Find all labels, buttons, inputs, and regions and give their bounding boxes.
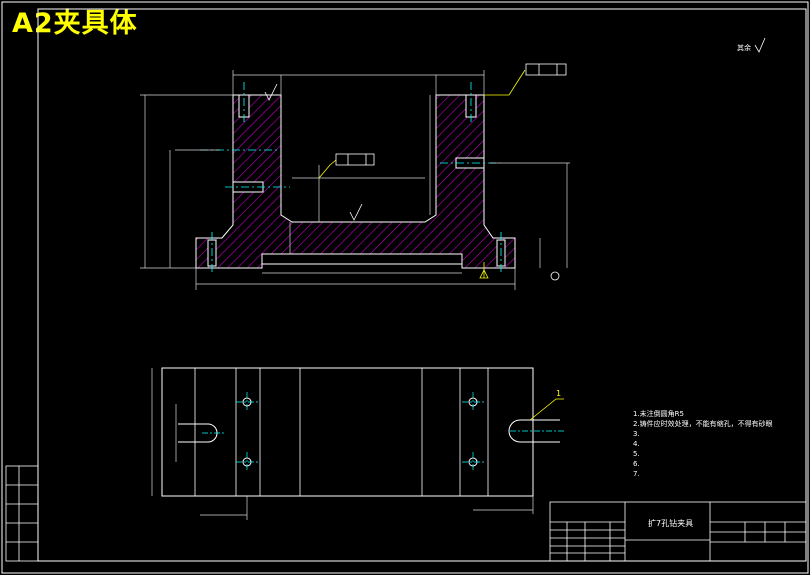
default-surface-finish: 其余: [737, 37, 766, 53]
page-title: A2夹具体: [12, 8, 138, 39]
front-section-view: [140, 63, 570, 290]
plan-outline: [161, 367, 534, 497]
technical-notes: 1.未注倒圆角R5 2.铸件应时效处理，不能有缩孔，不得有砂眼 3. 4. 5.…: [633, 409, 773, 478]
plan-view: 1: [151, 367, 566, 520]
note-4: 4.: [633, 440, 640, 448]
note-3: 3.: [633, 430, 640, 438]
drawing-name: 扩7孔钻夹具: [648, 518, 693, 528]
feature-callout: 1: [556, 389, 561, 398]
revision-strip: [5, 465, 39, 562]
svg-text:其余: 其余: [737, 43, 751, 52]
inner-border: [37, 8, 807, 562]
note-5: 5.: [633, 450, 640, 458]
title-block: [549, 501, 807, 562]
note-1: 1.未注倒圆角R5: [633, 409, 684, 418]
note-6: 6.: [633, 460, 640, 468]
slot-right: [508, 419, 560, 443]
note-2: 2.铸件应时效处理，不能有缩孔，不得有砂眼: [633, 419, 773, 428]
note-7: 7.: [633, 470, 640, 478]
